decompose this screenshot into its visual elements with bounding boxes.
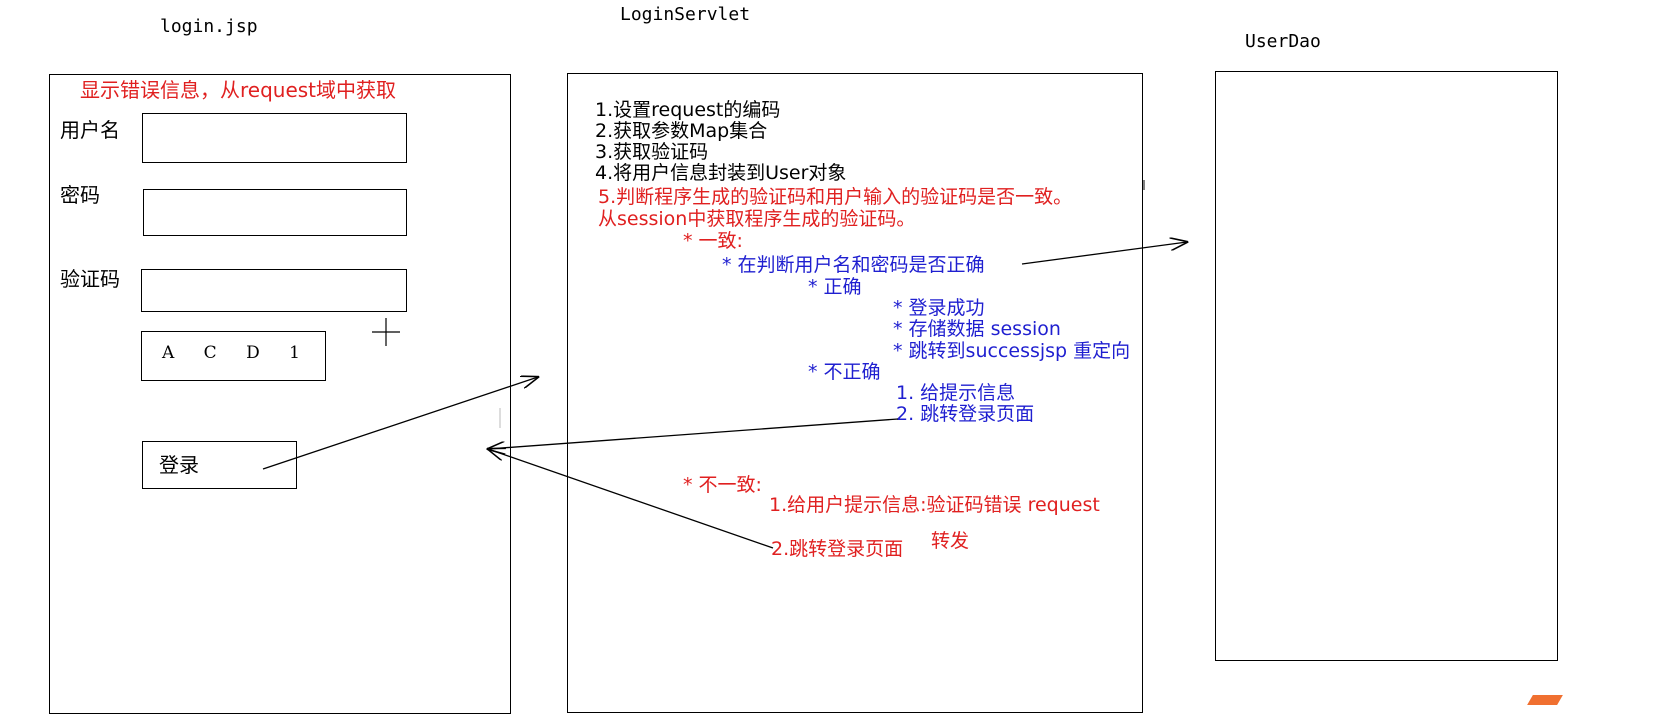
captcha-label: 验证码 [60, 267, 120, 291]
step-5-compare-captcha: 5.判断程序生成的验证码和用户输入的验证码是否一致。 [598, 186, 1073, 208]
captcha-match-branch: * 一致: [683, 230, 743, 252]
crosshair-cursor-icon [372, 318, 400, 346]
arrow-incorrect-to-login [488, 418, 899, 449]
step-1-set-encoding: 1.设置request的编码 [595, 99, 781, 121]
step-4-wrap-user: 4.将用户信息封装到User对象 [595, 162, 847, 184]
redirect-to-success: * 跳转到successjsp 重定向 [893, 340, 1131, 362]
arrow-mismatch-to-login [488, 449, 774, 549]
login-success: * 登录成功 [893, 297, 985, 319]
orange-corner-mark [1527, 695, 1563, 705]
captcha-image[interactable]: A C D 1 [141, 331, 326, 381]
password-input[interactable] [143, 189, 407, 236]
arrow-submit-to-servlet [262, 377, 538, 470]
user-dao-title: UserDao [1245, 31, 1321, 52]
store-session-data: * 存储数据 session [893, 318, 1061, 340]
login-button[interactable]: 登录 [142, 441, 297, 489]
correct-branch: * 正确 [808, 276, 862, 298]
step-3-get-captcha: 3.获取验证码 [595, 141, 709, 163]
captcha-image-text: A C D 1 [162, 343, 312, 363]
captcha-input[interactable] [141, 269, 407, 312]
error-message-note: 显示错误信息，从request域中获取 [80, 78, 397, 102]
login-jsp-title: login.jsp [160, 16, 258, 37]
login-servlet-title: LoginServlet [620, 4, 751, 25]
mismatch-goto-login: 2.跳转登录页面 [771, 538, 904, 560]
step-2-get-params: 2.获取参数Map集合 [595, 120, 768, 142]
step-5-session-captcha: 从session中获取程序生成的验证码。 [598, 208, 916, 230]
incorrect-branch: * 不正确 [808, 361, 881, 383]
goto-login-page: 2. 跳转登录页面 [896, 403, 1035, 425]
check-username-password: * 在判断用户名和密码是否正确 [722, 254, 985, 276]
captcha-mismatch-branch: * 不一致: [683, 474, 762, 496]
arrow-servlet-to-dao [1021, 242, 1187, 265]
user-dao-box [1215, 71, 1558, 661]
forward-note: 转发 [931, 530, 970, 552]
username-label: 用户名 [60, 118, 120, 142]
login-button-label: 登录 [159, 453, 199, 477]
captcha-error-hint: 1.给用户提示信息:验证码错误 request [769, 494, 1100, 516]
username-input[interactable] [142, 113, 407, 163]
password-label: 密码 [60, 183, 100, 207]
give-hint-message: 1. 给提示信息 [896, 382, 1016, 404]
